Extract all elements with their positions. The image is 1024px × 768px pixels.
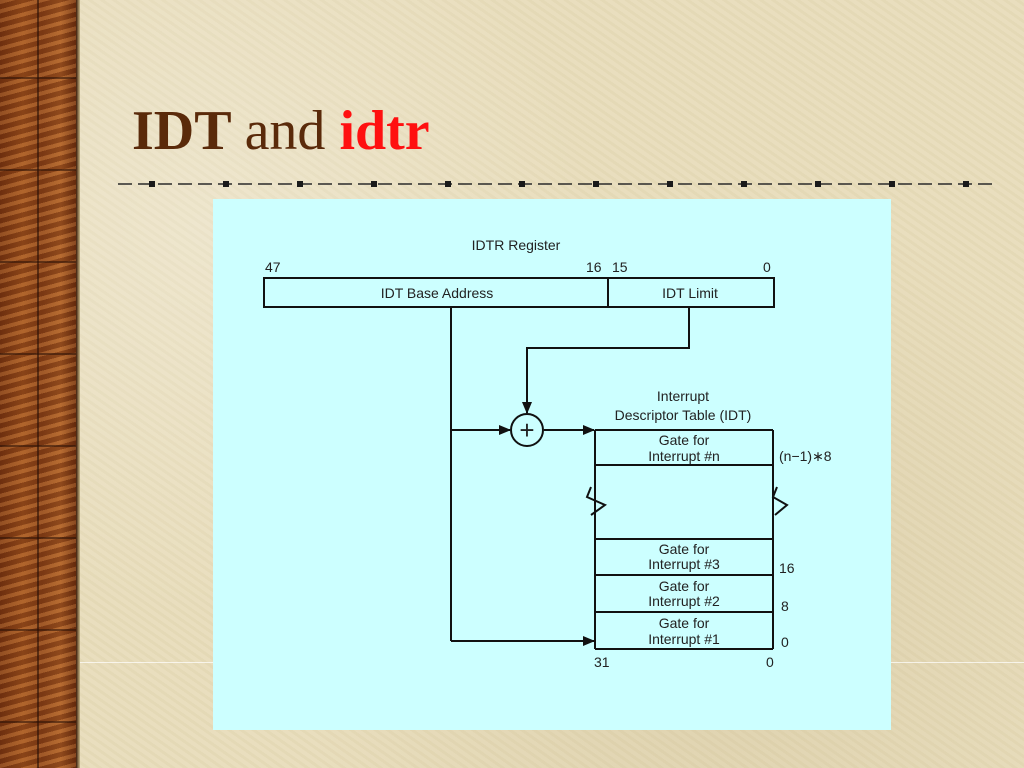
table-title-line2: Descriptor Table (IDT) [615,407,752,423]
gate-n-line1: Gate for [659,432,710,448]
idt-diagram: IDTR Register 47 16 15 0 IDT Base Addres… [213,199,891,730]
bit-label-47: 47 [265,259,281,275]
gate-1-line1: Gate for [659,615,710,631]
limit-to-adder-arrow [522,307,690,414]
bit-label-15: 15 [612,259,628,275]
bit-label-0-bottom: 0 [766,654,774,670]
register-title: IDTR Register [472,237,561,253]
title-and: and [244,100,326,162]
idt-diagram-svg: IDTR Register 47 16 15 0 IDT Base Addres… [263,237,832,670]
adder-circle [510,413,544,447]
table-title-line1: Interrupt [657,388,709,404]
gate-n-offset: (n−1)∗8 [779,448,832,464]
base-address-field: IDT Base Address [381,285,494,301]
title-idt: IDT [132,100,231,162]
slide-title: IDT and idtr [132,96,430,166]
gate-n-line2: Interrupt #n [648,448,720,464]
limit-field: IDT Limit [662,285,718,301]
left-break-mark [585,486,608,516]
wood-border-edge [76,0,80,768]
bit-label-31: 31 [594,654,610,670]
adder-symbol: + [519,415,534,445]
dashed-divider [118,181,993,187]
gate-1-offset: 0 [781,634,789,650]
gate-3-line2: Interrupt #3 [648,556,720,572]
gate-3-line1: Gate for [659,541,710,557]
gate-2-line2: Interrupt #2 [648,593,720,609]
bit-label-0-top: 0 [763,259,771,275]
gate-3-offset: 16 [779,560,795,576]
idtr-register-box [263,277,775,308]
gate-2-offset: 8 [781,598,789,614]
right-break-mark [771,486,789,516]
gate-1-line2: Interrupt #1 [648,631,720,647]
gate-2-line1: Gate for [659,578,710,594]
bit-label-16: 16 [586,259,602,275]
wood-border [0,0,76,768]
title-idtr: idtr [339,100,430,162]
